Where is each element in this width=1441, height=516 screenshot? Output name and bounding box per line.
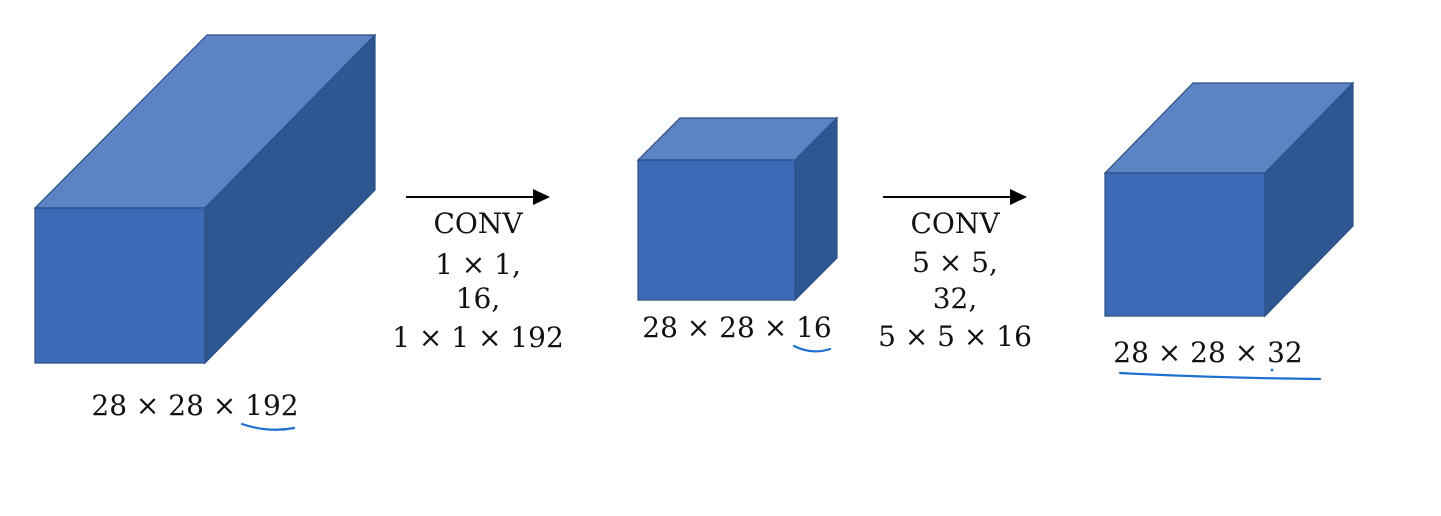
conv1-num-filters: 16, — [456, 282, 501, 315]
middle-volume-front-face — [637, 159, 796, 301]
middle-volume-label: 28 × 28 × 16 — [642, 311, 831, 344]
conv2-filter-size: 5 × 5, — [912, 246, 998, 279]
output-volume-block — [1103, 81, 1355, 318]
conv1-filter-size: 1 × 1, — [435, 248, 521, 281]
conv1-title: CONV — [433, 207, 523, 240]
input-volume-front-face — [34, 207, 206, 364]
output-volume-front-face — [1104, 172, 1266, 317]
output-volume-underline — [1118, 371, 1322, 381]
input-channels-underline — [240, 422, 296, 431]
input-volume-block — [33, 33, 377, 365]
conv2-filter-shape: 5 × 5 × 16 — [878, 320, 1032, 353]
conv2-arrow — [883, 189, 1027, 205]
output-volume-label: 28 × 28 × 32 — [1113, 336, 1302, 369]
middle-volume-block — [636, 116, 839, 302]
middle-channels-underline — [792, 344, 832, 353]
annotation-dot — [1270, 368, 1274, 372]
input-volume-label: 28 × 28 × 192 — [91, 389, 298, 422]
conv1-arrow — [406, 189, 550, 205]
conv2-title: CONV — [910, 207, 1000, 240]
conv1-filter-shape: 1 × 1 × 192 — [392, 321, 564, 354]
conv2-num-filters: 32, — [933, 282, 978, 315]
